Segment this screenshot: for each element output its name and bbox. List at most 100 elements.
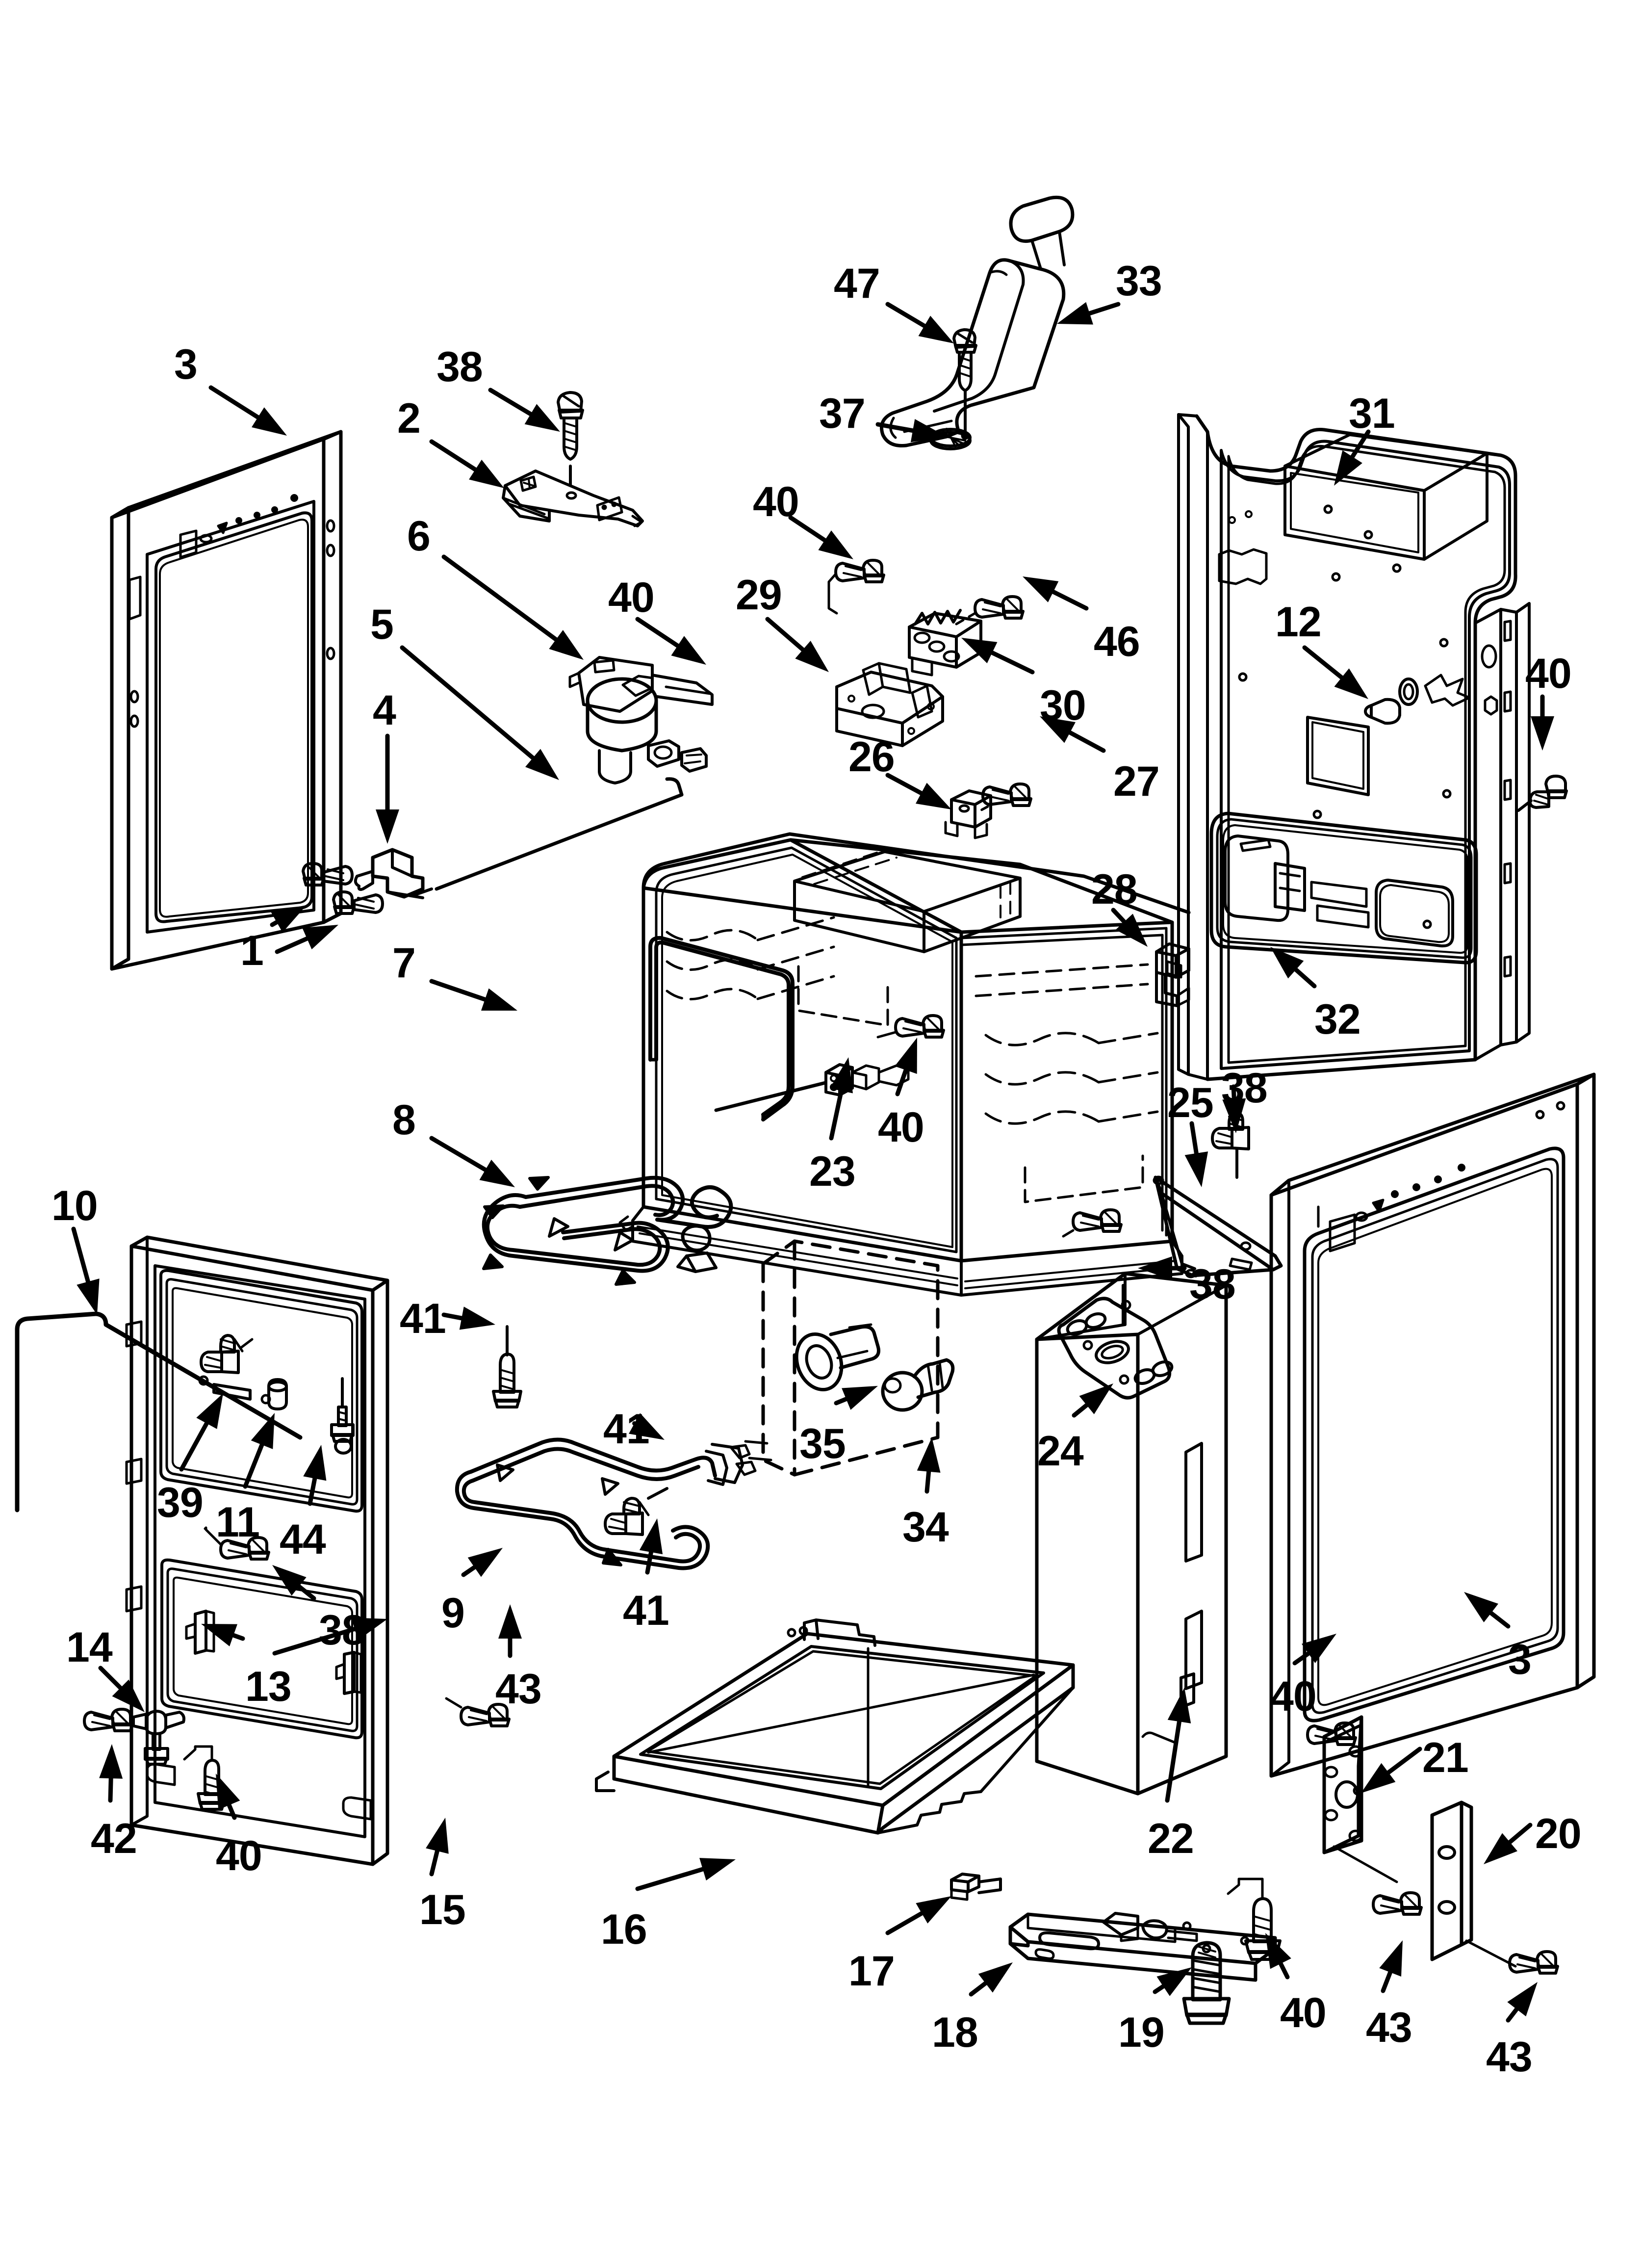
callout-number-44[interactable]: 44	[280, 1516, 326, 1563]
callout-number-28[interactable]: 28	[1091, 866, 1138, 913]
leader-line	[275, 936, 309, 954]
callout-number-20[interactable]: 20	[1535, 1810, 1582, 1857]
leader-arrowhead	[467, 1548, 503, 1577]
callout-number-31[interactable]: 31	[1349, 390, 1395, 437]
leader-arrowhead	[99, 1744, 123, 1779]
callout-number-8[interactable]: 8	[392, 1096, 416, 1144]
leader-line	[231, 1633, 245, 1641]
callout-number-40[interactable]: 40	[216, 1832, 262, 1879]
part-6-thermostat	[568, 656, 714, 784]
callout-number-39[interactable]: 39	[157, 1479, 204, 1526]
callout-number-30[interactable]: 30	[1040, 682, 1086, 729]
leader-arrowhead	[524, 404, 560, 432]
leader-arrowhead	[77, 1278, 100, 1315]
callout-number-10[interactable]: 10	[51, 1182, 98, 1229]
callout-number-4[interactable]: 4	[373, 687, 396, 734]
leader-arrowhead	[1138, 1256, 1172, 1280]
callout-number-19[interactable]: 19	[1118, 2009, 1165, 2056]
callout-number-29[interactable]: 29	[736, 572, 782, 619]
callout-number-41[interactable]: 41	[400, 1295, 446, 1342]
callout-number-40[interactable]: 40	[1280, 1989, 1327, 2036]
leader-arrowhead	[1115, 913, 1148, 947]
leader-line	[429, 1136, 488, 1173]
leader-arrowhead	[376, 809, 399, 844]
leader-arrowhead	[525, 749, 559, 780]
callout-number-5[interactable]: 5	[370, 601, 394, 648]
callout-number-24[interactable]: 24	[1037, 1428, 1084, 1475]
callout-number-13[interactable]: 13	[245, 1663, 292, 1710]
callout-number-18[interactable]: 18	[932, 2009, 978, 2056]
callout-number-14[interactable]: 14	[66, 1624, 113, 1671]
callout-number-1[interactable]: 1	[240, 927, 264, 974]
leader-line	[1292, 1651, 1311, 1666]
callout-number-43[interactable]: 43	[495, 1666, 542, 1713]
callout-number-12[interactable]: 12	[1275, 599, 1322, 646]
callout-number-46[interactable]: 46	[1094, 618, 1140, 665]
callout-number-41[interactable]: 41	[623, 1587, 669, 1634]
callout-number-37[interactable]: 37	[819, 390, 866, 437]
part-34-light-assembly-dashes	[761, 1239, 940, 1477]
callout-number-2[interactable]: 2	[397, 395, 421, 442]
callout-number-35[interactable]: 35	[799, 1420, 846, 1467]
leader-line	[1189, 1121, 1199, 1156]
callout-number-38[interactable]: 38	[319, 1607, 365, 1654]
callout-number-27[interactable]: 27	[1113, 758, 1160, 805]
part-3-right-door	[1269, 1072, 1596, 1778]
part-26-clip	[944, 789, 992, 839]
screw-40-cavity	[876, 1014, 945, 1039]
callout-number-40[interactable]: 40	[1270, 1673, 1317, 1720]
leader-arrowhead	[915, 782, 951, 809]
leader-line	[635, 617, 680, 648]
leader-arrowhead	[918, 315, 954, 343]
screw-40-right	[1517, 775, 1568, 812]
leader-arrowhead	[1334, 450, 1362, 486]
callout-number-38[interactable]: 38	[1221, 1065, 1268, 1112]
callout-number-15[interactable]: 15	[419, 1886, 466, 1933]
callout-number-3[interactable]: 3	[1508, 1636, 1532, 1683]
callout-number-33[interactable]: 33	[1116, 258, 1162, 305]
callout-number-42[interactable]: 42	[91, 1815, 137, 1862]
leader-arrowhead	[1023, 576, 1059, 602]
callout-number-23[interactable]: 23	[809, 1148, 856, 1195]
leader-arrowhead	[1379, 1940, 1403, 1977]
callout-number-3[interactable]: 3	[174, 341, 198, 388]
leader-line	[1278, 1961, 1290, 1980]
callout-number-32[interactable]: 32	[1314, 996, 1361, 1043]
leader-line	[885, 1911, 924, 1935]
leader-line	[1386, 1747, 1422, 1775]
screw-43-left	[445, 1697, 511, 1727]
leader-arrowhead	[795, 641, 829, 672]
leader-arrowhead	[1079, 1383, 1113, 1414]
leader-arrowhead	[842, 1386, 878, 1410]
callout-number-7[interactable]: 7	[392, 939, 416, 987]
callout-number-9[interactable]: 9	[441, 1590, 465, 1637]
callout-number-22[interactable]: 22	[1148, 1815, 1194, 1862]
screw-39	[200, 1334, 254, 1374]
callout-number-21[interactable]: 21	[1422, 1734, 1469, 1781]
callout-number-34[interactable]: 34	[902, 1504, 949, 1551]
callout-number-43[interactable]: 43	[1486, 2033, 1533, 2081]
leader-line	[875, 422, 915, 433]
callout-number-26[interactable]: 26	[848, 733, 895, 781]
callout-number-40[interactable]: 40	[1525, 650, 1572, 697]
callout-number-38[interactable]: 38	[1189, 1261, 1236, 1308]
callout-number-17[interactable]: 17	[848, 1948, 895, 1995]
part-24-hinge-plate	[1057, 1284, 1174, 1400]
callout-number-11[interactable]: 11	[216, 1499, 260, 1546]
callout-number-6[interactable]: 6	[407, 513, 431, 560]
part-31-rear-panel	[1177, 413, 1531, 1081]
callout-number-40[interactable]: 40	[753, 478, 799, 525]
leader-line	[885, 302, 927, 328]
callout-number-38[interactable]: 38	[436, 343, 483, 391]
callout-number-16[interactable]: 16	[601, 1906, 647, 1953]
callout-number-40[interactable]: 40	[608, 574, 655, 621]
part-29-bracket	[835, 662, 944, 747]
callout-number-47[interactable]: 47	[834, 260, 880, 307]
part-12-bushing	[1364, 674, 1471, 725]
callout-number-25[interactable]: 25	[1167, 1079, 1214, 1126]
callout-number-41[interactable]: 41	[603, 1406, 650, 1453]
part-18-drawer-rail	[1008, 1912, 1277, 1982]
callout-number-43[interactable]: 43	[1366, 2004, 1412, 2051]
leader-arrowhead	[469, 459, 504, 488]
callout-number-40[interactable]: 40	[878, 1104, 924, 1151]
